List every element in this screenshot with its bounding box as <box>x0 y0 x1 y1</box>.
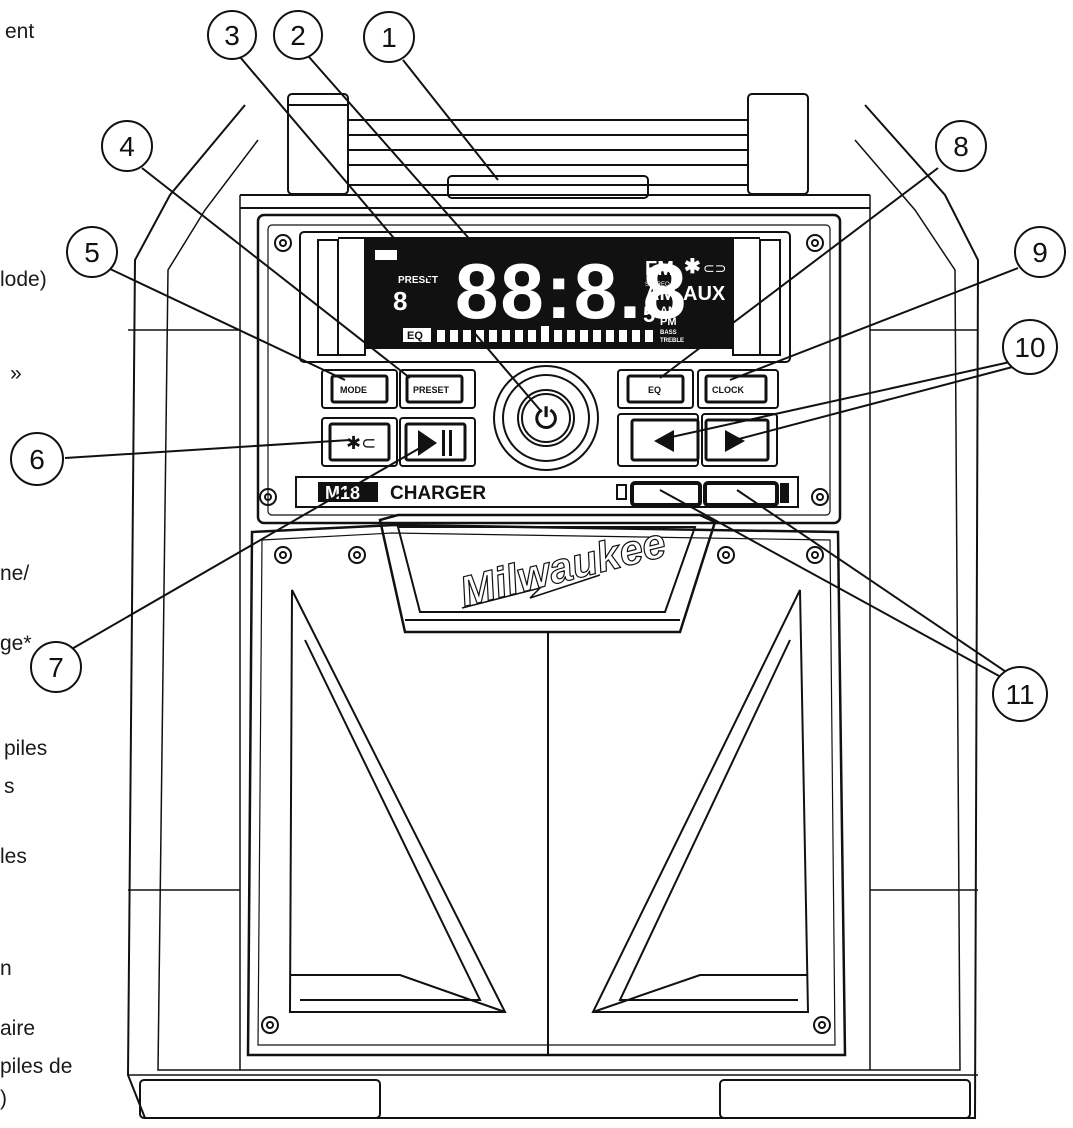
aux-label: AUX <box>683 283 726 305</box>
am-small: AM <box>660 305 677 317</box>
mode-button[interactable] <box>321 369 398 409</box>
charger-label: CHARGER <box>390 483 486 504</box>
preset-label: PRESET <box>398 275 438 286</box>
callout-10-circle <box>1002 319 1058 375</box>
callout-11-circle <box>992 666 1048 722</box>
lcd-digits: 88:8.8 <box>455 247 688 335</box>
eq-button-label: EQ <box>648 385 661 395</box>
clock-label: CLOCK <box>712 385 744 395</box>
callout-6-circle <box>10 432 64 486</box>
bluetooth-pair-icon: ✱⊂ <box>346 433 376 453</box>
callout-10: 10 <box>1014 332 1045 363</box>
tune-up-button[interactable] <box>701 413 778 467</box>
battery-icon <box>780 483 789 503</box>
preset-button[interactable] <box>399 369 476 409</box>
radio-body-outline <box>126 104 980 1119</box>
power-icon: ⏻ <box>535 403 557 434</box>
callout-5-circle <box>66 226 118 278</box>
preset-digit: 8 <box>393 286 407 316</box>
treble-label: TREBLE <box>660 338 684 344</box>
milwaukee-logo: Milwaukee <box>455 519 670 615</box>
side-text-8: les <box>0 845 27 868</box>
eq-bars <box>437 326 653 342</box>
am-label: AM <box>645 283 676 305</box>
side-text-6: piles <box>4 737 48 760</box>
top-handle <box>240 93 870 209</box>
mode-label: MODE <box>340 385 367 395</box>
side-text-3: » <box>10 362 22 385</box>
preset-button-label: PRESET <box>413 385 450 395</box>
callout-7: 7 <box>48 652 64 683</box>
callout-9: 9 <box>1032 237 1048 268</box>
eq-button[interactable] <box>617 369 694 409</box>
callout-1: 1 <box>381 22 397 53</box>
side-text-1: ent <box>5 20 35 43</box>
chevron-right-icon <box>725 430 745 452</box>
stereo-label: STEREO <box>645 282 670 288</box>
callout-5: 5 <box>84 237 100 268</box>
power-button[interactable] <box>493 365 599 471</box>
right-speaker-horn <box>591 589 810 1013</box>
bass-label: BASS <box>660 330 677 336</box>
callout-2-circle <box>273 10 323 60</box>
side-text-11: piles de <box>0 1055 73 1078</box>
callout-3-circle <box>207 10 257 60</box>
side-text-5: ge* <box>0 632 32 655</box>
callout-11: 11 <box>1005 679 1034 710</box>
lcd-display <box>299 231 791 363</box>
milwaukee-badge <box>378 513 717 634</box>
clock-button[interactable] <box>697 369 779 409</box>
lightning-bolt-icon <box>461 574 601 609</box>
lcd-content: PRESET 8 88:8.8 FM STEREO ✱ ⊂⊃ AM AUX 5 … <box>375 247 726 344</box>
side-text-10: aire <box>0 1017 36 1040</box>
play-pause-button[interactable] <box>399 417 476 467</box>
callout-8: 8 <box>953 131 969 162</box>
callout-4: 4 <box>119 131 135 162</box>
left-speaker-horn <box>288 589 507 1013</box>
play-pause-icon <box>418 430 452 456</box>
side-text-12: ) <box>0 1087 7 1110</box>
eq-label: EQ <box>407 330 423 342</box>
aux-icon: ⊂⊃ <box>703 260 726 276</box>
s-digit: 5 <box>643 302 655 327</box>
leader-lines <box>64 56 1021 683</box>
pm-small: PM <box>660 316 677 328</box>
callout-4-circle <box>101 120 153 172</box>
callout-6: 6 <box>29 444 45 475</box>
side-text-2: lode) <box>0 268 47 291</box>
charger-port-right <box>703 481 779 507</box>
tune-down-button[interactable] <box>617 413 700 467</box>
bluetooth-icon: ✱ <box>684 256 701 278</box>
side-text-7: s <box>4 775 15 798</box>
callout-3: 3 <box>224 20 240 51</box>
callout-8-circle <box>935 120 987 172</box>
callout-2: 2 <box>290 20 306 51</box>
callout-7-circle <box>30 641 82 693</box>
chevron-left-icon <box>654 430 674 452</box>
charger-port-left <box>630 481 702 507</box>
fm-label: FM <box>645 258 674 280</box>
callout-1-circle <box>363 11 415 63</box>
side-text-9: n <box>0 957 12 980</box>
callout-9-circle <box>1014 226 1066 278</box>
side-text-4: ne/ <box>0 562 30 585</box>
